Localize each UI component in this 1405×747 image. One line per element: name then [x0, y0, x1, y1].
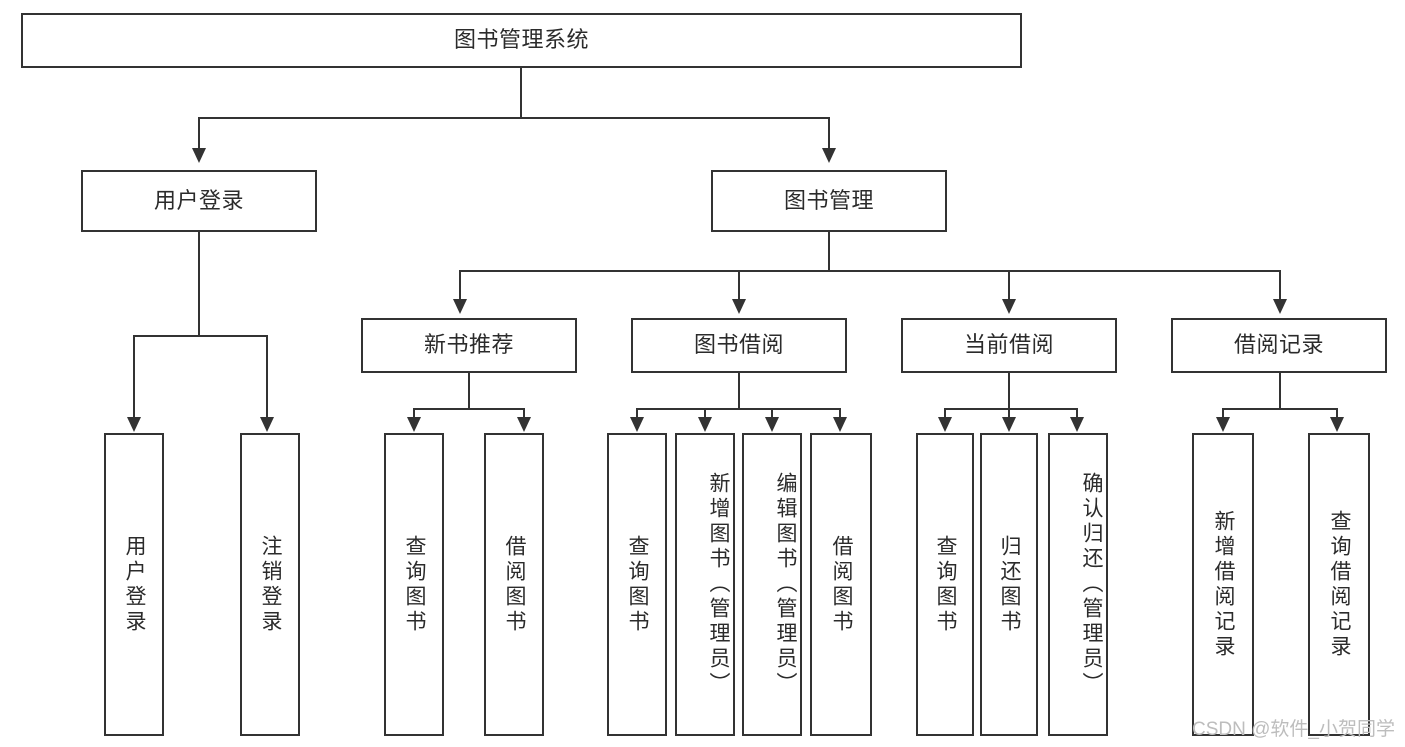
node-leaf-borrow-book-2-label: 借阅图书	[830, 534, 853, 635]
node-leaf-logout-login-label: 注销登录	[259, 534, 282, 635]
node-root[interactable]: 图书管理系统	[21, 13, 1022, 68]
arrow-root-to-user-login	[192, 148, 206, 163]
connector-book-borrow-trunk	[738, 373, 740, 409]
arrow-book-borrow-to-leaf1	[630, 417, 644, 432]
connector-user-login-to-leaf2	[266, 335, 268, 419]
connector-user-login-trunk	[198, 232, 200, 336]
connector-borrow-record-to-leaf2	[1336, 408, 1338, 420]
node-book-manage-label: 图书管理	[783, 187, 874, 213]
connector-book-manage-to-borrow-record	[1279, 270, 1281, 301]
connector-borrow-record-trunk	[1279, 373, 1281, 409]
node-leaf-confirm-return-label: 确认归还（管理员）	[1080, 472, 1103, 697]
connector-current-borrow-bar	[944, 408, 1078, 410]
connector-new-book-rec-to-leaf1	[413, 408, 415, 420]
arrow-user-login-to-leaf2	[260, 417, 274, 432]
node-leaf-return-book-label: 归还图书	[998, 534, 1021, 635]
connector-book-borrow-bar	[636, 408, 841, 410]
node-leaf-add-book-label: 新增图书（管理员）	[707, 472, 730, 697]
node-current-borrow[interactable]: 当前借阅	[901, 318, 1117, 373]
node-leaf-edit-book-label: 编辑图书（管理员）	[774, 472, 797, 697]
node-leaf-query-book-2-label: 查询图书	[626, 534, 649, 635]
node-leaf-query-book-1[interactable]: 查询图书	[384, 433, 444, 736]
connector-root-trunk	[520, 68, 522, 118]
node-book-manage[interactable]: 图书管理	[711, 170, 947, 232]
connector-book-manage-to-new-book-rec	[459, 270, 461, 301]
arrow-new-book-rec-to-leaf2	[517, 417, 531, 432]
connector-root-to-user-login	[198, 117, 200, 150]
node-new-book-rec-label: 新书推荐	[423, 332, 514, 358]
connector-new-book-rec-trunk	[468, 373, 470, 409]
node-leaf-query-book-1-label: 查询图书	[403, 534, 426, 635]
connector-current-borrow-trunk	[1008, 373, 1010, 409]
connector-book-manage-trunk	[828, 232, 830, 271]
connector-book-manage-to-current-borrow	[1008, 270, 1010, 301]
connector-new-book-rec-to-leaf2	[523, 408, 525, 420]
node-leaf-query-book-2[interactable]: 查询图书	[607, 433, 667, 736]
connector-new-book-rec-bar	[413, 408, 525, 410]
connector-borrow-record-to-leaf1	[1222, 408, 1224, 420]
node-leaf-confirm-return[interactable]: 确认归还（管理员）	[1048, 433, 1108, 736]
node-leaf-logout-login[interactable]: 注销登录	[240, 433, 300, 736]
node-leaf-add-record-label: 新增借阅记录	[1212, 509, 1235, 660]
connector-book-borrow-to-leaf4	[839, 408, 841, 420]
node-leaf-add-record[interactable]: 新增借阅记录	[1192, 433, 1254, 736]
arrow-book-manage-to-book-borrow	[732, 299, 746, 314]
node-leaf-borrow-book-1[interactable]: 借阅图书	[484, 433, 544, 736]
node-leaf-return-book[interactable]: 归还图书	[980, 433, 1038, 736]
connector-book-borrow-to-leaf1	[636, 408, 638, 420]
arrow-book-borrow-to-leaf2	[698, 417, 712, 432]
arrow-current-borrow-to-leaf3	[1070, 417, 1084, 432]
connector-root-bar	[198, 117, 830, 119]
node-user-login-label: 用户登录	[153, 187, 244, 213]
node-leaf-user-login-label: 用户登录	[123, 534, 146, 635]
node-leaf-add-book[interactable]: 新增图书（管理员）	[675, 433, 735, 736]
connector-book-manage-to-book-borrow	[738, 270, 740, 301]
node-book-borrow[interactable]: 图书借阅	[631, 318, 847, 373]
connector-current-borrow-to-leaf3	[1076, 408, 1078, 420]
connector-borrow-record-bar	[1222, 408, 1338, 410]
arrow-root-to-book-manage	[822, 148, 836, 163]
node-borrow-record[interactable]: 借阅记录	[1171, 318, 1387, 373]
arrow-book-manage-to-new-book-rec	[453, 299, 467, 314]
node-leaf-borrow-book-1-label: 借阅图书	[503, 534, 526, 635]
node-borrow-record-label: 借阅记录	[1233, 332, 1324, 358]
node-leaf-borrow-book-2[interactable]: 借阅图书	[810, 433, 872, 736]
node-leaf-query-record[interactable]: 查询借阅记录	[1308, 433, 1370, 736]
node-book-borrow-label: 图书借阅	[693, 332, 784, 358]
connector-user-login-bar	[133, 335, 267, 337]
connector-book-borrow-to-leaf3	[771, 408, 773, 420]
connector-book-borrow-to-leaf2	[704, 408, 706, 420]
node-user-login[interactable]: 用户登录	[81, 170, 317, 232]
arrow-current-borrow-to-leaf1	[938, 417, 952, 432]
node-leaf-query-book-3-label: 查询图书	[934, 534, 957, 635]
arrow-borrow-record-to-leaf2	[1330, 417, 1344, 432]
node-leaf-query-record-label: 查询借阅记录	[1328, 509, 1351, 660]
connector-user-login-to-leaf1	[133, 335, 135, 419]
arrow-book-borrow-to-leaf4	[833, 417, 847, 432]
arrow-user-login-to-leaf1	[127, 417, 141, 432]
node-root-label: 图书管理系统	[453, 27, 589, 53]
node-leaf-query-book-3[interactable]: 查询图书	[916, 433, 974, 736]
arrow-book-manage-to-current-borrow	[1002, 299, 1016, 314]
connector-root-to-book-manage	[828, 117, 830, 150]
node-current-borrow-label: 当前借阅	[963, 332, 1054, 358]
connector-current-borrow-to-leaf2	[1008, 408, 1010, 420]
arrow-new-book-rec-to-leaf1	[407, 417, 421, 432]
arrow-book-borrow-to-leaf3	[765, 417, 779, 432]
arrow-book-manage-to-borrow-record	[1273, 299, 1287, 314]
node-leaf-edit-book[interactable]: 编辑图书（管理员）	[742, 433, 802, 736]
arrow-borrow-record-to-leaf1	[1216, 417, 1230, 432]
connector-book-manage-bar	[459, 270, 1281, 272]
connector-current-borrow-to-leaf1	[944, 408, 946, 420]
watermark-text: CSDN @软件_小贺同学	[1192, 719, 1395, 740]
node-new-book-rec[interactable]: 新书推荐	[361, 318, 577, 373]
node-leaf-user-login[interactable]: 用户登录	[104, 433, 164, 736]
arrow-current-borrow-to-leaf2	[1002, 417, 1016, 432]
